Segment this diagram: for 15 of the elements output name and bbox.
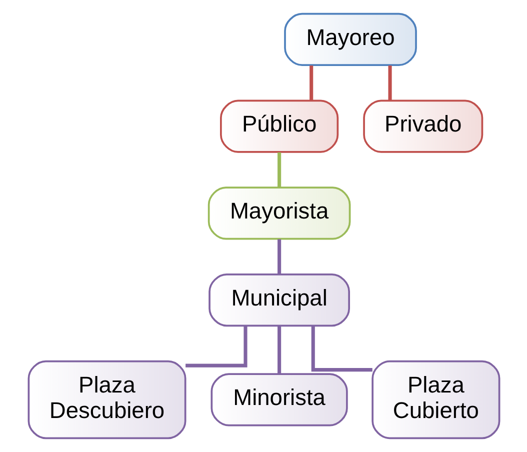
node-box: Minorista xyxy=(210,373,348,426)
node-box: Plaza Cubierto xyxy=(371,360,500,440)
node-box: Mayorista xyxy=(207,186,350,240)
connector xyxy=(185,326,247,368)
connector xyxy=(309,66,313,100)
connector xyxy=(310,326,372,372)
node-box: Mayoreo xyxy=(284,12,416,66)
connector xyxy=(277,326,281,374)
node-box: Municipal xyxy=(208,274,350,327)
connector xyxy=(277,152,281,188)
connector xyxy=(388,66,392,100)
node-box: Público xyxy=(220,100,338,153)
connector xyxy=(277,239,281,274)
node-box: Plaza Descubiero xyxy=(27,360,186,440)
node-box: Privado xyxy=(362,100,483,153)
